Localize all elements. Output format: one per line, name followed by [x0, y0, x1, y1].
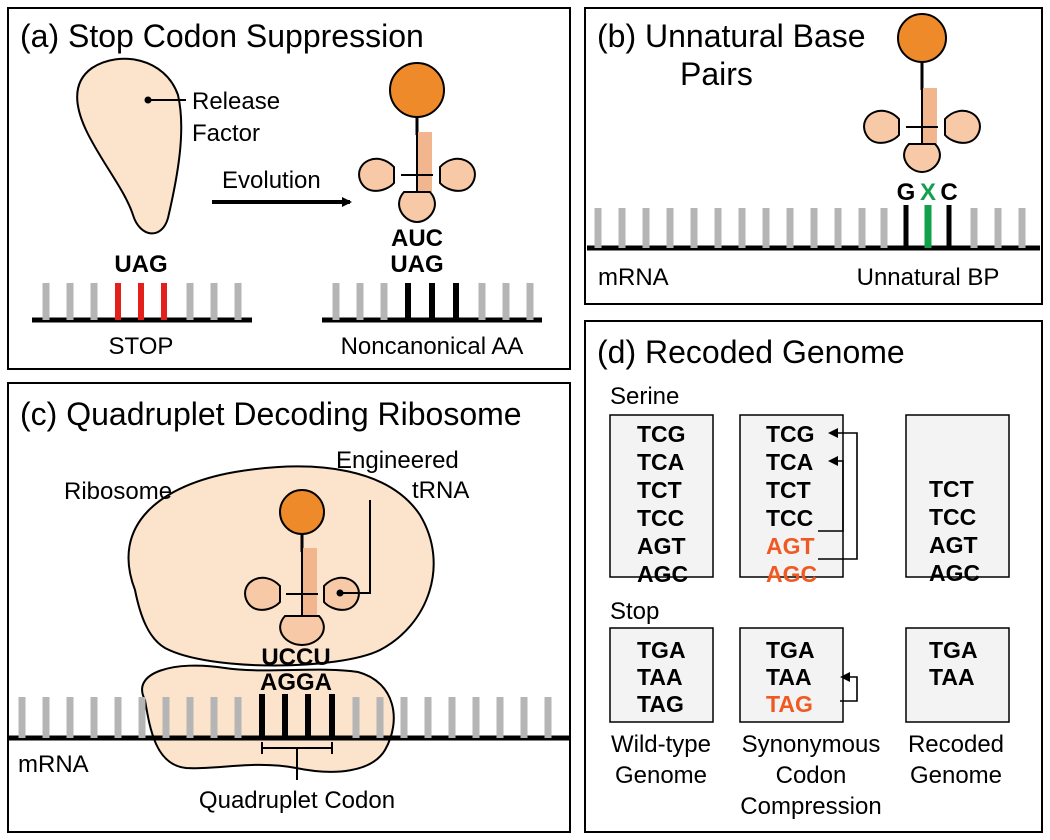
- cell-serine-recoded-3: AGC: [929, 560, 980, 586]
- tick-group-b: [594, 205, 1026, 248]
- table-serine-wildtype: [609, 414, 714, 578]
- release-factor-label-2: Factor: [192, 120, 260, 147]
- panel-d-frame: [584, 320, 1043, 833]
- col-label-compression-1: Synonymous: [742, 731, 881, 758]
- trna-icon: [244, 489, 360, 647]
- ncaa-label: Noncanonical AA: [341, 333, 524, 360]
- cell-serine-wildtype-2: TCT: [637, 477, 682, 503]
- cell-serine-compressed-0: TCG: [766, 421, 815, 447]
- stop-codon-label: UAG: [114, 251, 167, 278]
- column-labels: Wild-type Genome Synonymous Codon Compre…: [611, 731, 1004, 820]
- cell-serine-compressed-5: AGC: [766, 561, 817, 587]
- cell-serine-recoded-0: TCT: [929, 476, 974, 502]
- quadruplet-codon-label: Quadruplet Codon: [199, 787, 395, 814]
- cell-stop-compressed-2: TAG: [766, 691, 813, 717]
- panel-d-title: (d) Recoded Genome: [597, 334, 905, 370]
- compression-arrow-agt: [818, 456, 844, 532]
- cell-serine-wildtype-3: TCC: [637, 505, 684, 531]
- cell-serine-wildtype-0: TCG: [637, 421, 686, 447]
- tick-group-a1: [42, 283, 242, 320]
- table-stop-compressed: [739, 627, 844, 723]
- trna-icon: [863, 13, 981, 174]
- bp-letter-x: X: [920, 179, 936, 206]
- trna-pointer: [340, 500, 371, 594]
- cell-serine-wildtype-5: AGC: [637, 561, 688, 587]
- table-serine-recoded: [905, 414, 1010, 578]
- stop-group-label: Stop: [610, 598, 659, 625]
- panel-c-title: (c) Quadruplet Decoding Ribosome: [20, 396, 522, 432]
- release-factor-label-1: Release: [192, 88, 280, 115]
- codon-label-a: UAG: [390, 251, 443, 278]
- col-label-recoded-2: Genome: [910, 762, 1002, 789]
- panel-a-title: (a) Stop Codon Suppression: [20, 18, 424, 54]
- col-label-compression-2: Codon: [776, 762, 847, 789]
- ribosome-large-subunit: [127, 465, 435, 667]
- release-factor-blob: [76, 57, 183, 235]
- mrna-label-b: mRNA: [598, 264, 669, 291]
- cell-serine-compressed-1: TCA: [766, 449, 813, 475]
- cell-stop-wildtype-2: TAG: [637, 691, 684, 717]
- bp-letter-c: C: [940, 179, 957, 206]
- cell-stop-wildtype-0: TGA: [637, 637, 686, 663]
- cell-serine-compressed-3: TCC: [766, 505, 813, 531]
- cell-serine-wildtype-1: TCA: [637, 449, 684, 475]
- panel-b-title-1: (b) Unnatural Base: [597, 18, 866, 54]
- panel-c-frame: [7, 382, 571, 833]
- codon-cells: TCGTCATCTTCCAGTAGCTCGTCATCTTCCAGTAGCTCTT…: [637, 421, 980, 717]
- stop-label: STOP: [109, 333, 174, 360]
- bp-letter-g: G: [897, 179, 916, 206]
- trna-icon: [358, 62, 476, 224]
- tick-group-a2: [332, 283, 534, 320]
- panel-b-title-2: Pairs: [680, 56, 753, 92]
- unnatural-bp-label: Unnatural BP: [857, 264, 1000, 291]
- tick-group-c: [18, 694, 552, 738]
- engineered-trna-label-2: tRNA: [412, 477, 469, 504]
- cell-stop-recoded-1: TAA: [929, 664, 975, 690]
- cell-serine-recoded-1: TCC: [929, 504, 976, 530]
- cell-serine-compressed-2: TCT: [766, 477, 811, 503]
- ribosome-small-subunit: [141, 664, 395, 773]
- compression-arrow-agc: [818, 428, 858, 560]
- col-label-recoded-1: Recoded: [908, 731, 1004, 758]
- cell-serine-compressed-4: AGT: [766, 533, 815, 559]
- evolution-label: Evolution: [222, 167, 321, 194]
- cell-serine-wildtype-4: AGT: [637, 533, 686, 559]
- panel-b-frame: [584, 7, 1043, 305]
- cell-stop-compressed-0: TGA: [766, 637, 815, 663]
- compression-arrow-tag: [840, 672, 858, 702]
- engineered-trna-label-1: Engineered: [336, 447, 459, 474]
- mrna-label-c: mRNA: [18, 751, 89, 778]
- table-stop-wildtype: [609, 627, 714, 723]
- cell-serine-recoded-2: AGT: [929, 532, 978, 558]
- panel-a-frame: [7, 7, 571, 370]
- panel-a: (a) Stop Codon Suppression Release Facto…: [7, 7, 571, 370]
- col-label-wildtype-1: Wild-type: [611, 731, 711, 758]
- panel-d: (d) Recoded Genome Serine Stop TCGTCATCT…: [584, 320, 1043, 833]
- codon-label-c: AGGA: [260, 669, 332, 696]
- cell-stop-recoded-0: TGA: [929, 637, 978, 663]
- cell-stop-wildtype-1: TAA: [637, 664, 683, 690]
- serine-label: Serine: [610, 383, 679, 410]
- cell-stop-compressed-1: TAA: [766, 664, 812, 690]
- ribosome-label: Ribosome: [64, 478, 172, 505]
- table-stop-recoded: [905, 627, 1010, 723]
- panel-c: (c) Quadruplet Decoding Ribosome Ribosom…: [7, 382, 571, 833]
- anticodon-label-a: AUC: [391, 225, 443, 252]
- panel-b: (b) Unnatural Base Pairs G X C mRNA Unna…: [584, 7, 1043, 305]
- col-label-wildtype-2: Genome: [615, 762, 707, 789]
- anticodon-label-c: UCCU: [261, 644, 330, 671]
- col-label-compression-3: Compression: [740, 793, 881, 820]
